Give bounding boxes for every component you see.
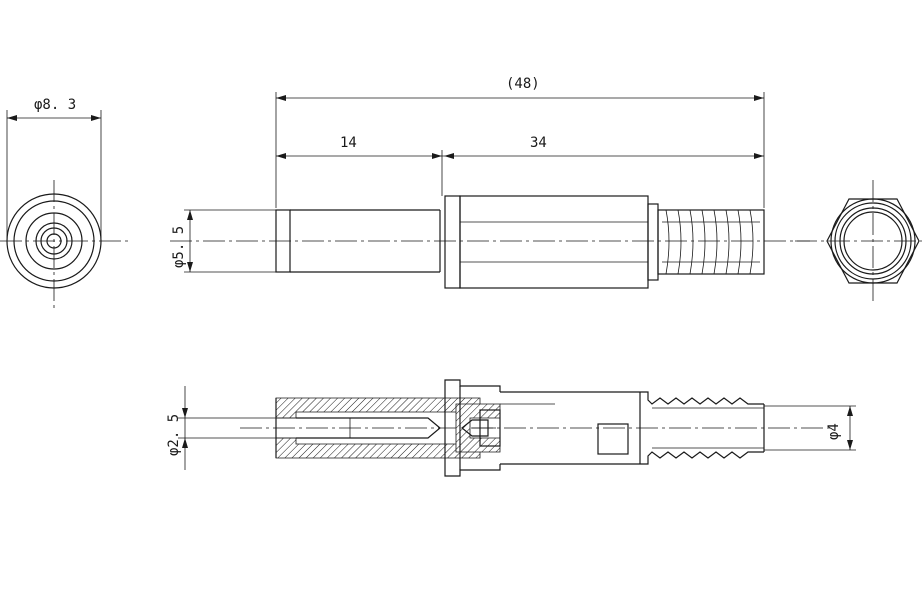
left-end-view: φ8. 3 — [0, 97, 128, 310]
right-end-view — [795, 180, 922, 305]
bore-diameter-label: φ2. 5 — [166, 414, 182, 456]
front-length-label: 14 — [340, 135, 357, 151]
end-diameter-label: φ8. 3 — [34, 97, 76, 113]
tip-diameter-label: φ5. 5 — [171, 226, 187, 268]
section-view-bottom: φ4 φ2. 5 — [166, 379, 856, 477]
side-view-top: φ5. 5 (48) 14 34 — [170, 76, 810, 289]
rear-length-label: 34 — [530, 135, 547, 151]
cable-diameter-label: φ4 — [826, 423, 842, 440]
overall-length-label: (48) — [506, 76, 540, 92]
strain-relief-ribs — [662, 209, 760, 275]
